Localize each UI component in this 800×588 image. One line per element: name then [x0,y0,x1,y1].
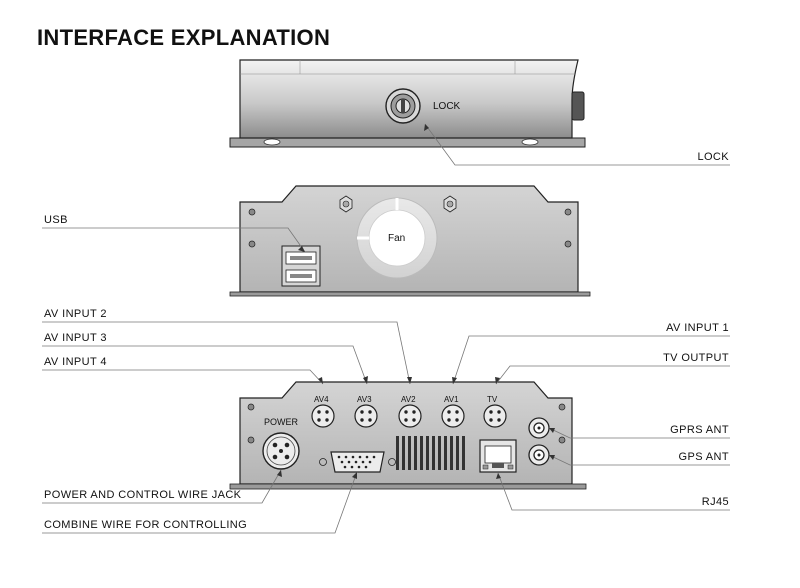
device-label-av4: AV4 [314,395,329,404]
callout-av-input-3: AV INPUT 3 [44,332,107,344]
callout-lock: LOCK [697,151,729,163]
front-base-plate [229,483,587,490]
device-label-tv: TV [487,395,498,404]
device-label-av3: AV3 [357,395,372,404]
callout-combine-wire: COMBINE WIRE FOR CONTROLLING [44,519,248,531]
lock-icon [385,88,421,124]
gprs-antenna-jack-icon [528,417,550,439]
page-title: INTERFACE EXPLANATION [37,25,331,50]
callout-usb: USB [44,214,68,226]
rear-view-device: Fan [229,185,591,297]
av4-connector-icon [311,404,335,428]
front-view-device: POWER AV4 AV3 AV2 AV1 TV [229,381,587,490]
rear-base-plate [229,291,591,297]
leader-av-input-2 [42,321,411,385]
leader-gprs-ant [548,427,730,439]
av1-connector-icon [441,404,465,428]
leader-lines [42,123,730,534]
mount-slot-right [521,138,539,146]
device-label-lock: LOCK [433,101,461,112]
callout-tv-output: TV OUTPUT [663,352,729,364]
leader-usb [42,227,306,253]
callout-av-input-4: AV INPUT 4 [44,356,107,368]
screw-right [443,195,457,213]
leader-arrowheads [277,124,555,479]
callout-power-control: POWER AND CONTROL WIRE JACK [44,489,242,501]
av3-connector-icon [354,404,378,428]
gps-antenna-jack-icon [528,444,550,466]
top-view-device: LOCK [229,59,586,148]
screw-left [339,195,353,213]
callout-gps-ant: GPS ANT [678,451,729,463]
leader-lock [424,123,730,166]
callout-gprs-ant: GPRS ANT [670,424,729,436]
device-label-power: POWER [264,417,299,427]
leader-gps-ant [548,454,730,466]
leader-av-input-3 [42,345,368,385]
leader-av-input-1 [452,335,730,385]
leader-av-input-4 [42,369,324,385]
db15-connector-icon [319,451,396,473]
rj45-port-icon [479,439,517,473]
vent-grille [396,436,465,470]
leader-rj45 [497,472,730,511]
av2-connector-icon [398,404,422,428]
fan-icon [356,197,438,279]
device-label-fan: Fan [388,233,405,244]
leader-tv-output [495,365,730,385]
leader-power-control [42,469,282,504]
callout-av-input-1: AV INPUT 1 [666,322,729,334]
callout-av-input-2: AV INPUT 2 [44,308,107,320]
callout-rj45: RJ45 [701,496,729,508]
device-label-av2: AV2 [401,395,416,404]
leader-combine-wire [42,471,358,534]
device-label-av1: AV1 [444,395,459,404]
usb-port-icon [281,245,321,287]
tv-connector-icon [483,404,507,428]
power-jack-icon [262,432,300,470]
mount-slot-left [263,138,281,146]
side-knob [571,91,585,121]
